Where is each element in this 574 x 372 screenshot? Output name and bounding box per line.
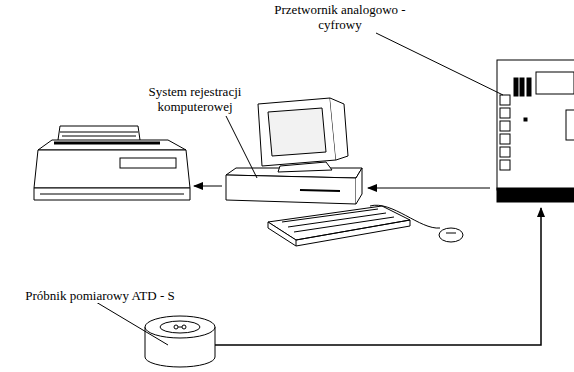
converter-board (497, 60, 574, 202)
signal-arrow (215, 208, 541, 345)
computer (226, 98, 463, 246)
sensor-probe (145, 316, 215, 367)
leader-line (376, 33, 503, 95)
system-label: System rejestracji komputerowej (138, 84, 252, 114)
converter-label: Przetwornik analogowo - cyfrowy (253, 2, 427, 32)
leader-line (226, 116, 257, 178)
probe-label: Próbnik pomiarowy ATD - S (3, 288, 197, 303)
signal-arrow (368, 188, 490, 189)
leader-line (96, 302, 168, 345)
signal-arrow (194, 186, 222, 187)
printer (34, 126, 190, 200)
